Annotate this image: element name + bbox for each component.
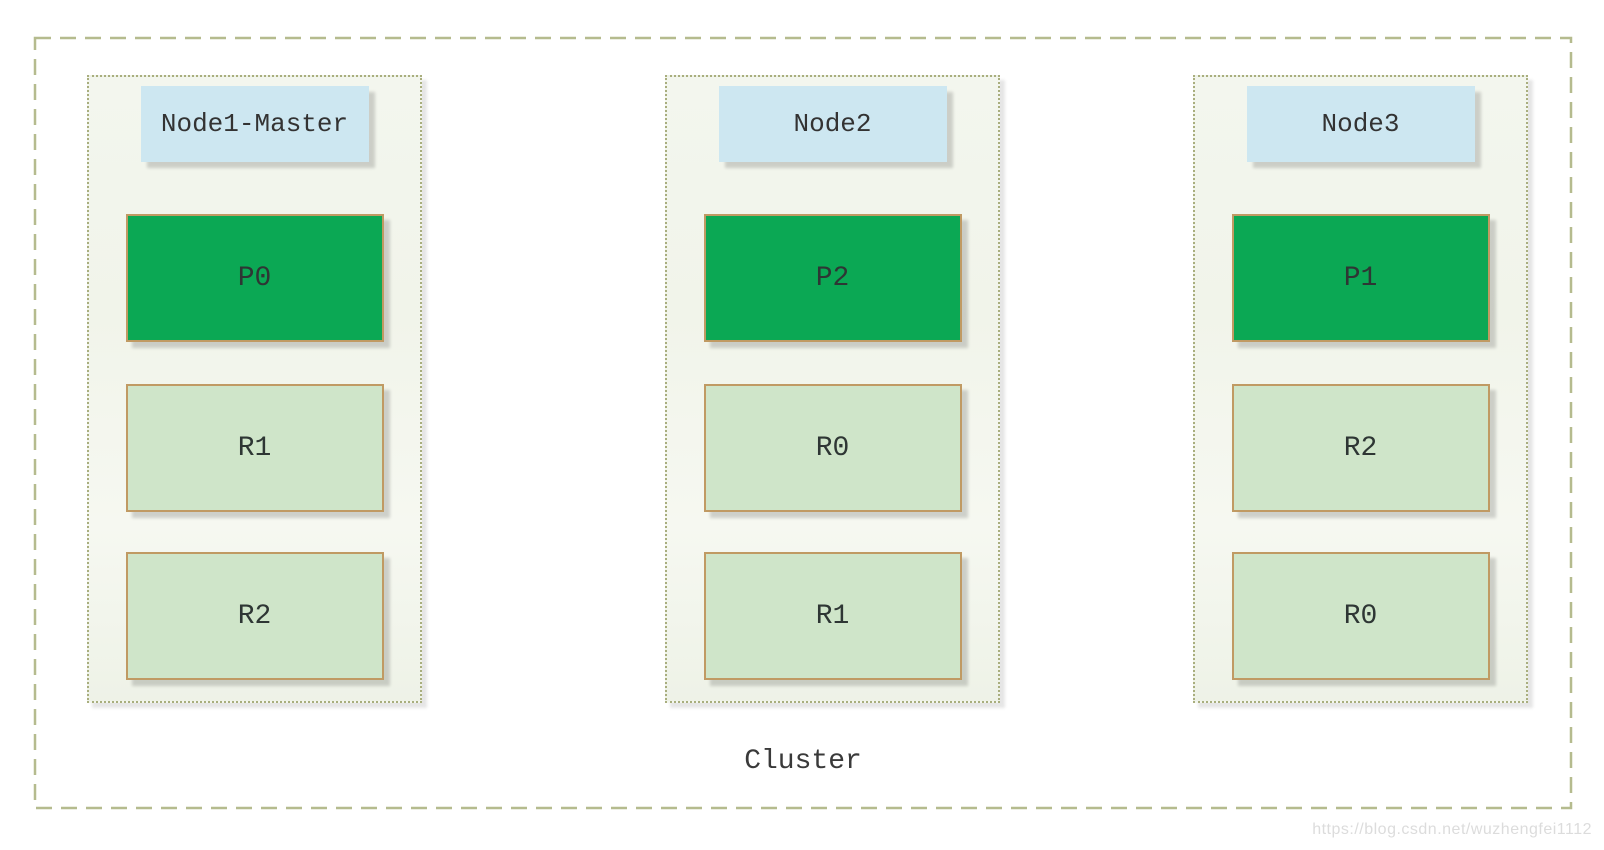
cluster-label: Cluster (744, 746, 862, 777)
node-title-node1: Node1-Master (140, 86, 369, 162)
node-title-node2: Node2 (718, 86, 947, 162)
replica-shard-r2: R2 (125, 552, 384, 680)
node-container-node3: Node3 P1 R2 R0 (1193, 75, 1528, 703)
replica-shard-r1: R1 (703, 552, 962, 680)
primary-shard-p1: P1 (1231, 214, 1490, 342)
replica-shard-r2: R2 (1231, 384, 1490, 512)
node-container-node1: Node1-Master P0 R1 R2 (87, 75, 422, 703)
primary-shard-p0: P0 (125, 214, 384, 342)
replica-shard-r0: R0 (703, 384, 962, 512)
node-title-node3: Node3 (1246, 86, 1475, 162)
replica-shard-r0: R0 (1231, 552, 1490, 680)
cluster-dashed-rect (33, 36, 1573, 810)
replica-shard-r1: R1 (125, 384, 384, 512)
watermark-url: https://blog.csdn.net/wuzhengfei1112 (1312, 821, 1592, 838)
primary-shard-p2: P2 (703, 214, 962, 342)
node-container-node2: Node2 P2 R0 R1 (665, 75, 1000, 703)
